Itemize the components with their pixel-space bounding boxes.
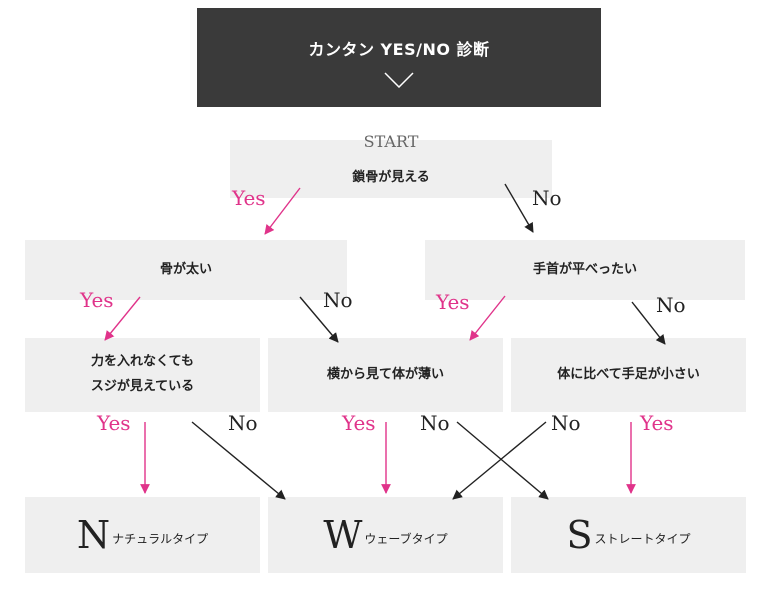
header-banner: カンタン YES/NO 診断 xyxy=(197,8,601,107)
no-arrow xyxy=(191,421,286,500)
yes-label: Yes xyxy=(232,186,266,210)
yes-arrow xyxy=(264,187,301,235)
yes-label: Yes xyxy=(342,411,376,435)
no-arrow xyxy=(504,183,534,233)
question-bone-thick: 骨が太い xyxy=(25,240,347,300)
result-natural: N ナチュラルタイプ xyxy=(25,497,260,573)
yes-label: Yes xyxy=(97,411,131,435)
question-text: 力を入れなくても スジが見えている xyxy=(90,354,195,394)
result-label: ストレートタイプ xyxy=(594,531,691,546)
no-label: No xyxy=(323,288,353,312)
question-text: 体に比べて手足が小さい xyxy=(557,366,700,382)
start-question-text: 鎖骨が見える xyxy=(352,169,430,185)
yes-arrow xyxy=(469,295,506,341)
question-thin-side: 横から見て体が薄い xyxy=(268,338,503,412)
no-arrow xyxy=(631,301,666,345)
result-label: ウェーブタイプ xyxy=(364,531,448,546)
question-text: 手首が平べったい xyxy=(532,261,637,277)
page-title: カンタン YES/NO 診断 xyxy=(308,40,490,59)
question-text: 横から見て体が薄い xyxy=(326,366,444,382)
start-label: START xyxy=(363,132,419,151)
question-small-limbs: 体に比べて手足が小さい xyxy=(511,338,746,412)
question-tendons-visible: 力を入れなくても スジが見えている xyxy=(25,338,260,412)
question-wrist-flat: 手首が平べったい xyxy=(425,240,745,300)
no-label: No xyxy=(420,411,450,435)
result-straight: S ストレートタイプ xyxy=(511,497,746,573)
start-question-box: 鎖骨が見える xyxy=(230,140,552,198)
no-arrow xyxy=(452,421,547,500)
result-wave: W ウェーブタイプ xyxy=(268,497,503,573)
yes-arrow xyxy=(104,296,141,341)
no-label: No xyxy=(532,186,562,210)
no-label: No xyxy=(551,411,581,435)
no-label: No xyxy=(656,293,686,317)
result-letter: S xyxy=(566,513,593,557)
question-text: 骨が太い xyxy=(159,261,212,277)
no-arrow xyxy=(299,296,339,343)
yes-label: Yes xyxy=(436,290,470,314)
no-label: No xyxy=(228,411,258,435)
chevron-down-icon xyxy=(384,72,414,88)
yes-label: Yes xyxy=(640,411,674,435)
result-letter: N xyxy=(76,513,111,557)
result-label: ナチュラルタイプ xyxy=(112,531,209,546)
result-letter: W xyxy=(323,513,363,557)
yes-label: Yes xyxy=(80,288,114,312)
no-arrow xyxy=(456,421,549,500)
